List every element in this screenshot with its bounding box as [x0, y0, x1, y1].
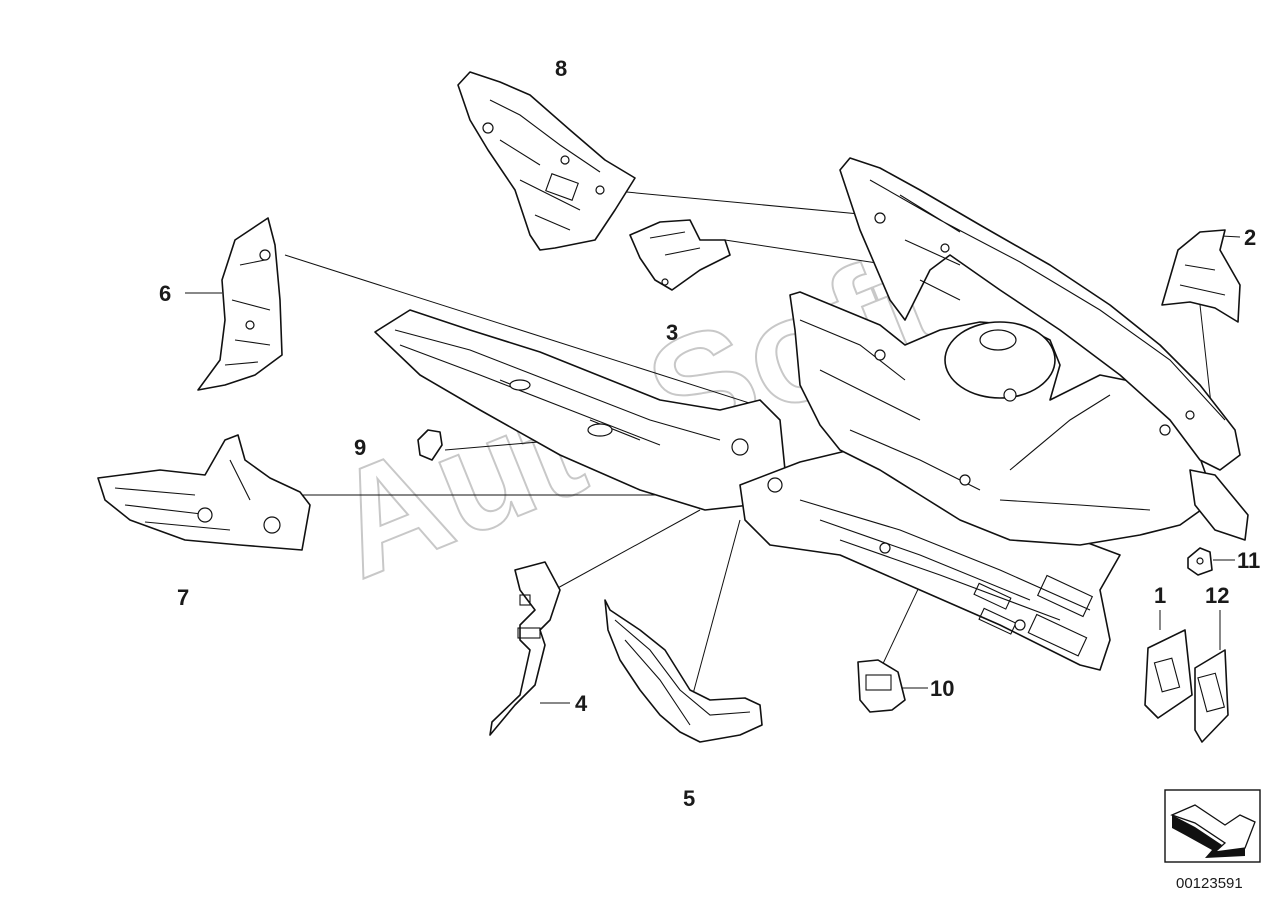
- callout-4: 4: [575, 691, 588, 716]
- main-assembly: [374, 157, 1249, 671]
- part-9-clip: [417, 429, 443, 461]
- part-2-bracket: [1161, 229, 1241, 323]
- part-8-panel: [457, 71, 636, 251]
- callouts: 8 2 6 3 9 11 7 1 12 10 4 5: [159, 56, 1260, 811]
- callout-8: 8: [555, 56, 567, 81]
- part-3-bracket: [629, 219, 731, 291]
- part-12-gasket: [1194, 649, 1229, 743]
- part-1-plate: [1144, 629, 1193, 719]
- callout-7: 7: [177, 585, 189, 610]
- part-5-support: [604, 599, 763, 743]
- callout-11: 11: [1237, 548, 1260, 573]
- callout-3: 3: [666, 320, 678, 345]
- callout-12: 12: [1205, 583, 1229, 608]
- part-7-panel: [97, 434, 311, 551]
- callout-2: 2: [1244, 225, 1256, 250]
- part-6-panel: [197, 217, 283, 391]
- diagram-id: 00123591: [1176, 875, 1243, 892]
- callout-6: 6: [159, 281, 171, 306]
- callout-9: 9: [354, 435, 366, 460]
- callout-1: 1: [1154, 583, 1166, 608]
- callout-5: 5: [683, 786, 695, 811]
- part-11-nut: [1187, 547, 1213, 576]
- direction-arrow-icon: [1164, 789, 1261, 863]
- callout-10: 10: [930, 676, 954, 701]
- part-4-bracket: [489, 561, 561, 736]
- part-10-clip: [857, 659, 906, 713]
